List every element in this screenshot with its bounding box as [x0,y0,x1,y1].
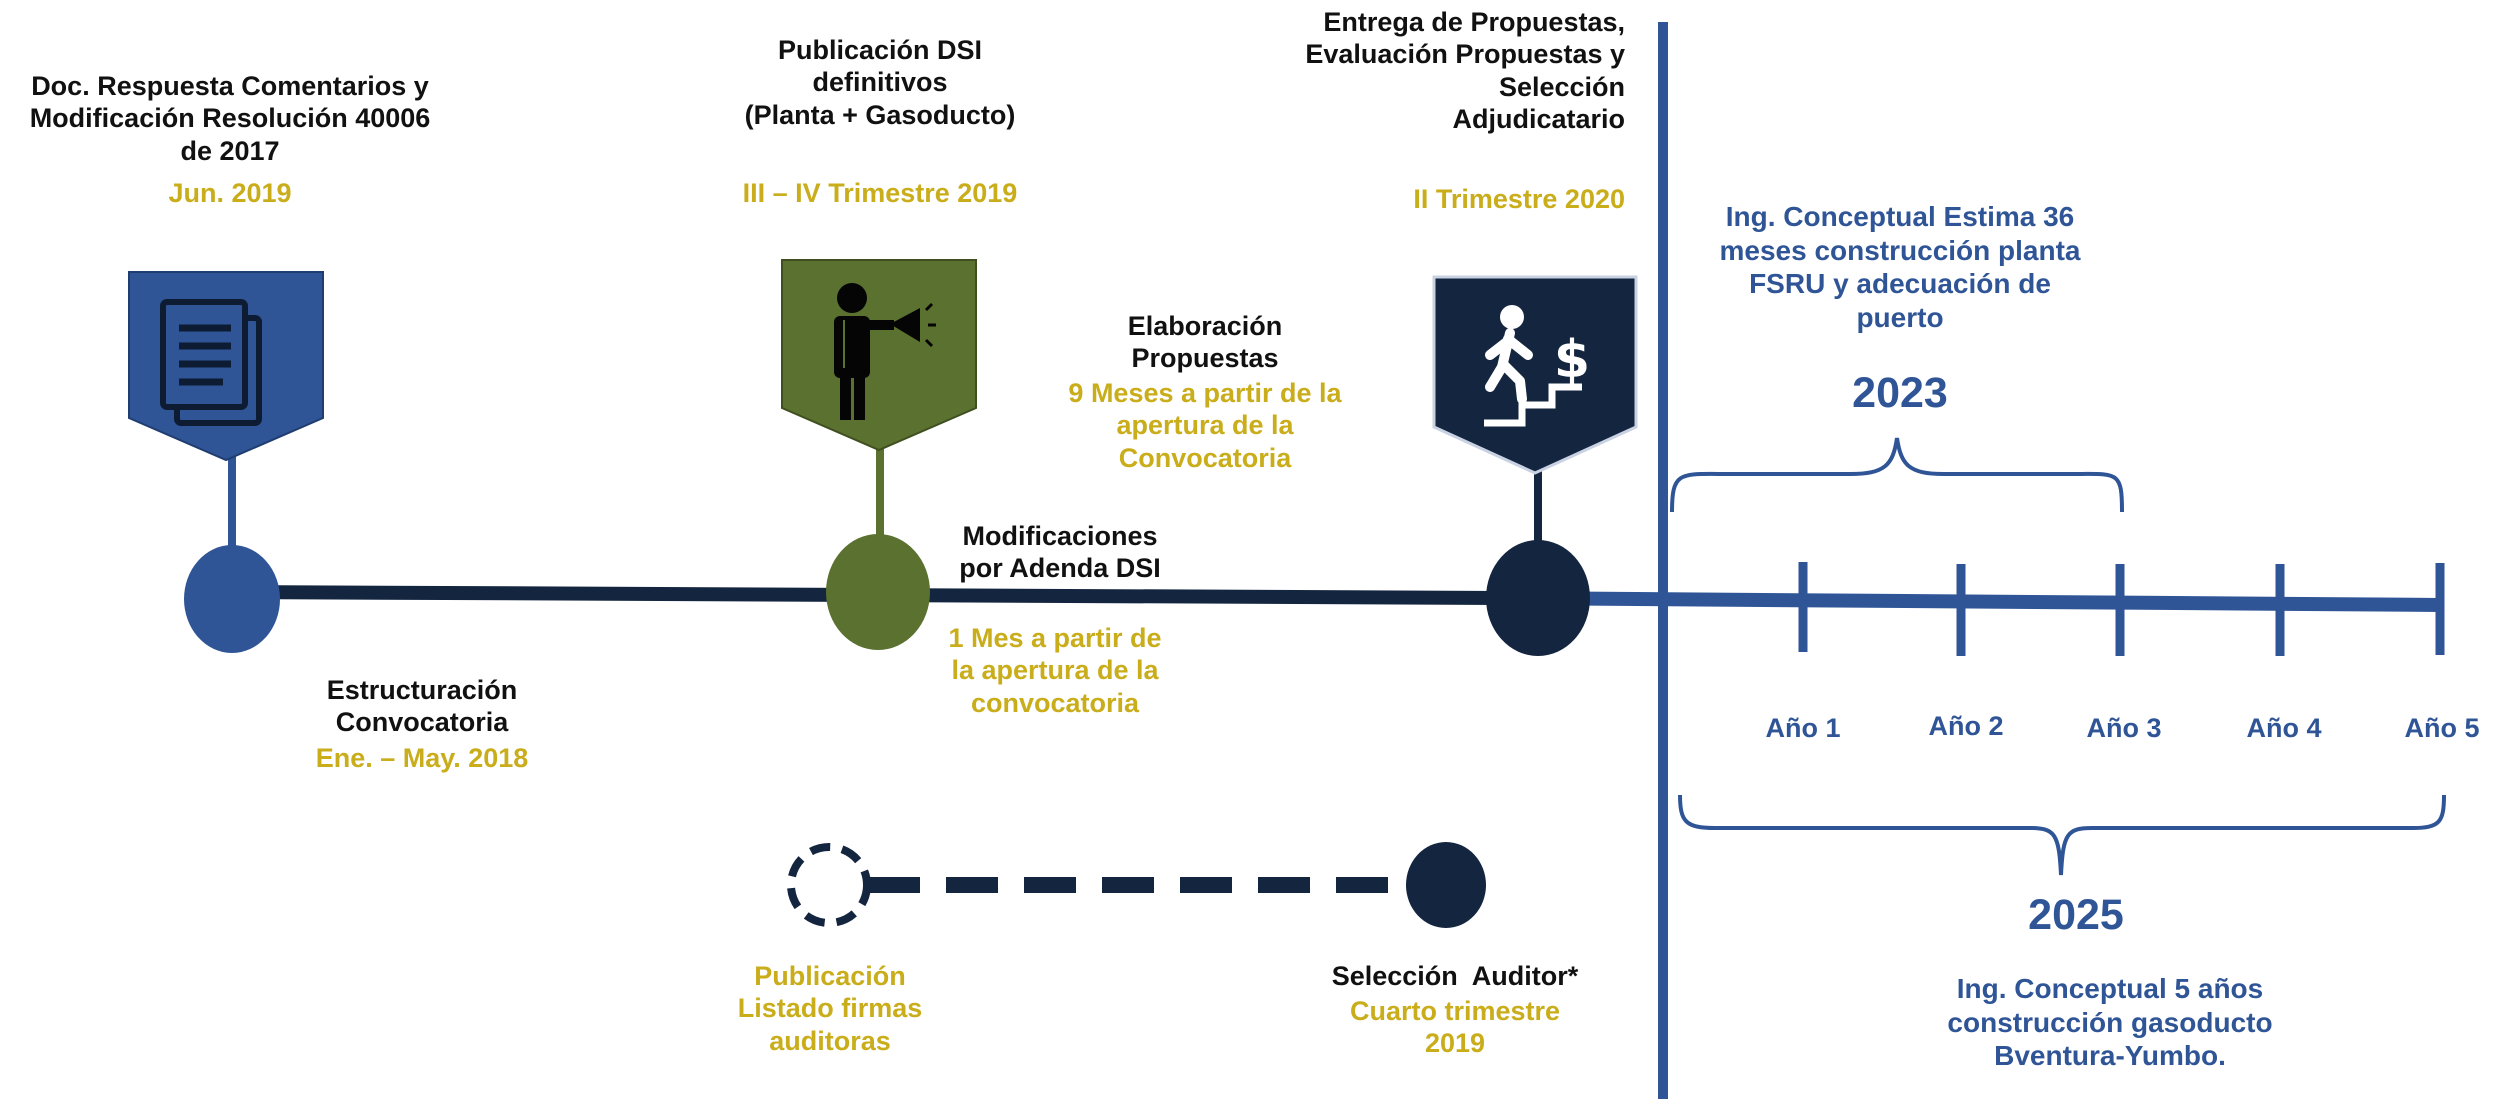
addenda-note-line: la apertura de la [951,655,1159,686]
pipeline-note-line: Ing. Conceptual 5 años [1956,973,2264,1004]
proposals-note: 9 Meses a partir de la apertura de la Co… [1030,377,1380,474]
milestone-1-date: Jun. 2019 [168,178,292,208]
milestone-3-title: Entrega de Propuestas, Evaluación Propue… [1200,6,1625,136]
addenda-note-line: convocatoria [970,687,1140,718]
auditor-start-title-line: Publicación [754,961,906,991]
future-timeline-line [1499,591,2441,612]
year-label-1: Año 1 [1765,713,1841,743]
pipeline-note: Ing. Conceptual 5 años construcción gaso… [1900,972,2320,1073]
milestone-3-circle [1486,540,1590,656]
proposals-note-line: 9 Meses a partir de la [1068,378,1342,408]
upper-brace [1670,437,2124,513]
plant-note: Ing. Conceptual Estima 36 meses construc… [1690,200,2110,334]
structuring-title-line: Estructuración [326,675,518,705]
milestone-3-title-line: Selección [1498,71,1625,102]
plant-note-line: meses construcción planta [1719,234,2081,266]
auditor-end-circle [1406,842,1486,928]
milestone-2-title-line: definitivos [812,67,948,98]
milestone-2-title-line: (Planta + Gasoducto) [744,99,1016,130]
milestone-1-circle [184,545,280,653]
milestone-2-date: III – IV Trimestre 2019 [742,178,1018,208]
milestone-2-circle [826,534,930,650]
structuring-date: Ene. – May. 2018 [315,743,529,773]
milestone-1-title-line: Doc. Respuesta Comentarios y [31,71,429,101]
auditor-end-title: Selección Auditor* [1331,961,1579,991]
lower-brace [1678,794,2446,876]
pipeline-note-line: Bventura-Yumbo. [1994,1040,2226,1072]
milestone-2-title-line: Publicación DSI [777,35,983,65]
year-label-4: Año 4 [2246,713,2322,743]
document-icon [128,271,324,462]
pipeline-note-line: construcción gasoducto [1947,1006,2273,1038]
milestone-1-title-line: de 2017 [180,135,280,166]
svg-text:$: $ [1554,330,1590,390]
proposals-note-line: apertura de la [1116,410,1294,441]
structuring-title: Estructuración Convocatoria [262,674,582,739]
plant-note-line: FSRU y adecuación de [1749,268,2051,300]
addenda-note-line: 1 Mes a partir de [948,623,1162,653]
plant-note-line: puerto [1856,301,1944,333]
year-label-3: Año 3 [2086,713,2162,743]
auditor-end-date-line: 2019 [1424,1028,1486,1059]
addenda-note: 1 Mes a partir de la apertura de la conv… [905,622,1205,719]
milestone-3-title-line: Entrega de Propuestas, [1323,7,1625,37]
proposals-note-line: Convocatoria [1118,442,1292,473]
auditor-end-date: Cuarto trimestre 2019 [1300,995,1610,1060]
auditor-end-date-line: Cuarto trimestre [1349,996,1561,1026]
year-label-5: Año 5 [2404,713,2480,743]
milestone-3-title-line: Adjudicatario [1452,104,1625,135]
megaphone-speaker-icon [781,259,977,452]
milestone-2-title: Publicación DSI definitivos (Planta + Ga… [690,34,1070,131]
proposals-title-line: Elaboración [1127,311,1283,341]
auditor-start-title-line: auditoras [769,1025,891,1056]
climbing-stairs-dollar-icon: $ [1432,275,1638,475]
milestone-1-title: Doc. Respuesta Comentarios y Modificació… [0,70,460,167]
milestone-3-title-line: Evaluación Propuestas y [1305,39,1625,70]
addenda-title-line: por Adenda DSI [959,553,1161,584]
milestone-1-title-line: Modificación Resolución 40006 [29,103,431,134]
auditor-start-title: Publicación Listado firmas auditoras [690,960,970,1057]
pipeline-year: 2025 [2028,891,2124,939]
proposals-title-line: Propuestas [1131,343,1279,374]
auditor-start-dashed-circle [787,843,871,927]
addenda-title: Modificaciones por Adenda DSI [910,520,1210,585]
plant-note-line: Ing. Conceptual Estima 36 [1725,201,2075,232]
milestone-3-date: II Trimestre 2020 [1413,184,1625,214]
year-label-2: Año 2 [1928,711,2004,741]
proposals-title: Elaboración Propuestas [1040,310,1370,375]
structuring-title-line: Convocatoria [335,707,509,738]
plant-year: 2023 [1852,369,1948,417]
auditor-start-title-line: Listado firmas [737,993,923,1024]
addenda-title-line: Modificaciones [962,521,1158,551]
